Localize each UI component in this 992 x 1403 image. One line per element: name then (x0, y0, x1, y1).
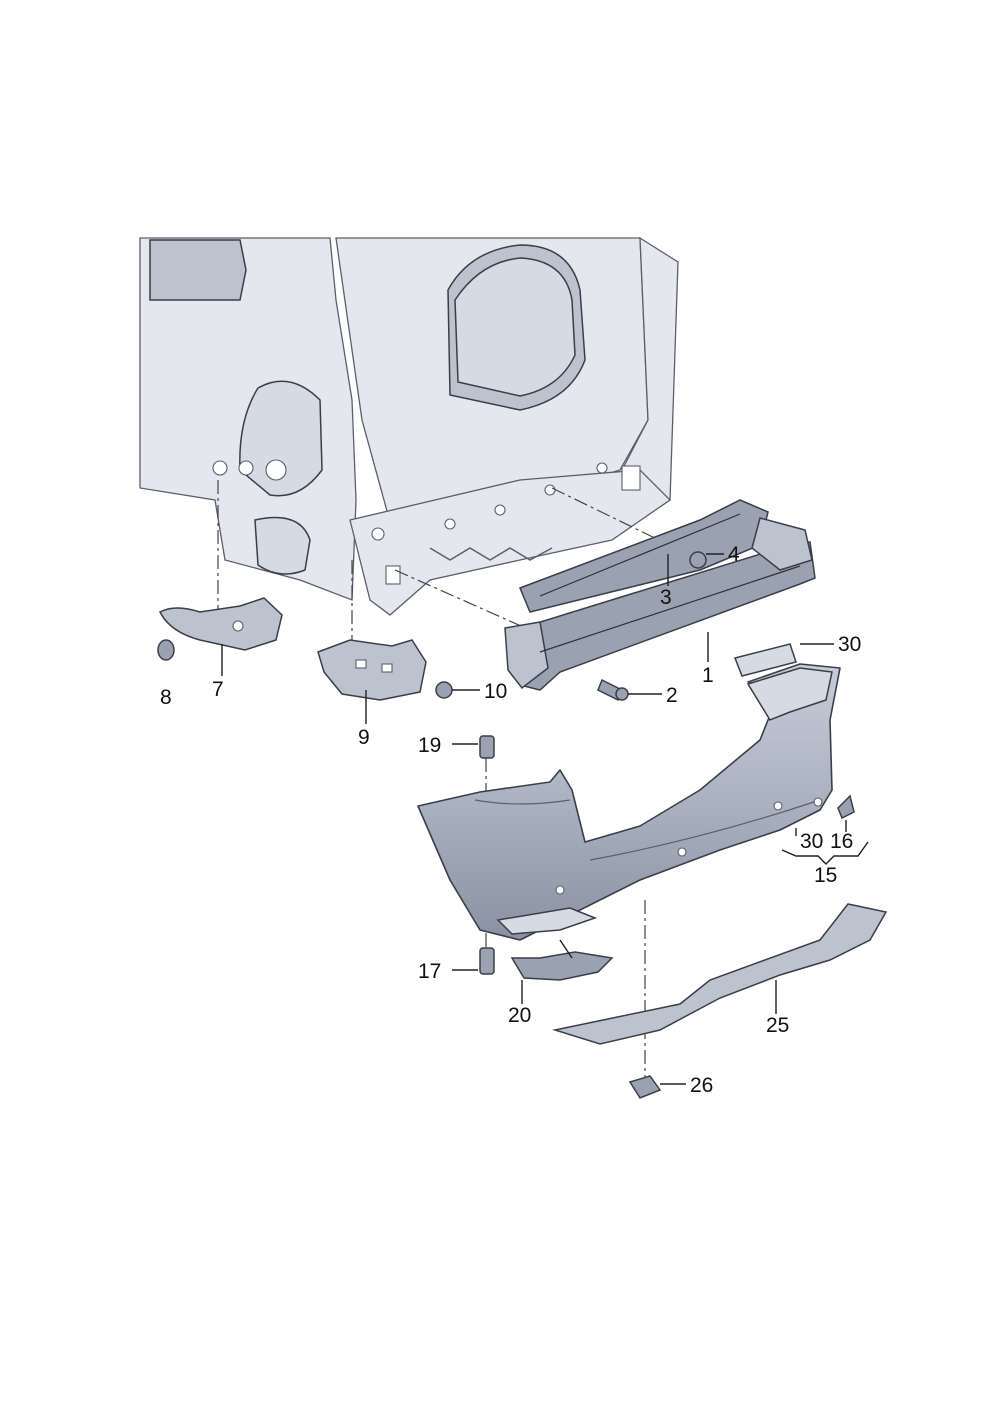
part-26-clip-nut (628, 1075, 662, 1099)
callout-leader-lines (221, 553, 869, 1085)
callout-8: 8 (160, 686, 172, 709)
part-2-bolt (597, 678, 629, 702)
callout-19: 19 (418, 734, 441, 757)
part-17-screw (479, 947, 495, 975)
part-1-bumper-carrier (504, 517, 816, 691)
callout-26: 26 (690, 1074, 713, 1097)
callout-17: 17 (418, 960, 441, 983)
callout-10: 10 (484, 680, 507, 703)
callout-1: 1 (702, 664, 714, 687)
vehicle-rear-body-shell (139, 236, 679, 616)
part-7-left-bracket (159, 597, 283, 651)
part-8-clip (157, 639, 175, 661)
part-19-screw (479, 735, 495, 759)
part-16-clip (837, 794, 855, 820)
callout-15: 15 (814, 864, 837, 887)
callout-25: 25 (766, 1014, 789, 1037)
callout-9: 9 (358, 726, 370, 749)
part-25-diffuser (552, 903, 888, 1045)
callout-30-bottom: 30 (800, 830, 823, 853)
callout-2: 2 (666, 684, 678, 707)
part-20-reflector-trim (510, 951, 614, 981)
callout-16: 16 (830, 830, 853, 853)
callout-4: 4 (728, 543, 740, 566)
part-15-bumper-cover (417, 663, 841, 941)
callout-20: 20 (508, 1004, 531, 1027)
part-30-cover-cap (733, 643, 797, 677)
callout-30-top: 30 (838, 633, 861, 656)
part-9-guide-bracket (317, 639, 427, 701)
part-4-nut (689, 551, 707, 569)
part-10-clip (435, 681, 453, 699)
callout-labels: 1 2 3 4 7 8 9 10 19 17 20 25 26 30 30 16… (160, 543, 861, 1097)
callout-7: 7 (212, 678, 224, 701)
callout-3: 3 (660, 586, 672, 609)
